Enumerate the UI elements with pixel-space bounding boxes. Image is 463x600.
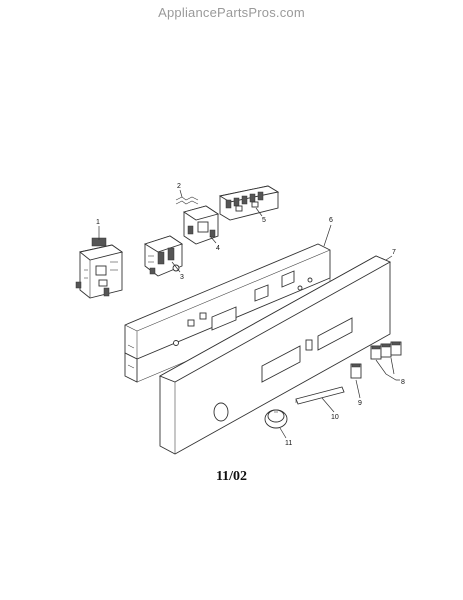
part-5-terminal-block	[218, 185, 280, 221]
part-2-clip	[175, 196, 199, 205]
callout-1: 1	[96, 219, 100, 226]
part-3-switch-assembly	[143, 235, 184, 277]
part-8-button-set	[370, 341, 402, 360]
callout-11: 11	[285, 440, 292, 447]
part-4-relay	[182, 205, 220, 245]
part-10-lens	[295, 386, 345, 405]
part-11-knob	[264, 409, 288, 429]
callout-8: 8	[401, 379, 405, 386]
callout-6: 6	[329, 217, 333, 224]
callout-3: 3	[180, 274, 184, 281]
part-9-button	[350, 363, 362, 379]
site-watermark: AppliancePartsPros.com	[158, 5, 305, 20]
callout-5: 5	[262, 217, 266, 224]
part-6-control-panel-frame	[124, 243, 331, 383]
callout-9: 9	[358, 400, 362, 407]
callout-7: 7	[392, 249, 396, 256]
part-1-control-module	[75, 237, 124, 299]
part-7-front-panel	[158, 255, 392, 455]
callout-4: 4	[216, 245, 220, 252]
revision-date-code: 11/02	[215, 469, 248, 484]
callout-2: 2	[177, 183, 181, 190]
callout-10: 10	[331, 414, 339, 421]
callout-labels: 1 2 3 4 5 6 7 8 9 10 11	[96, 183, 405, 447]
leader-lines	[98, 189, 400, 439]
